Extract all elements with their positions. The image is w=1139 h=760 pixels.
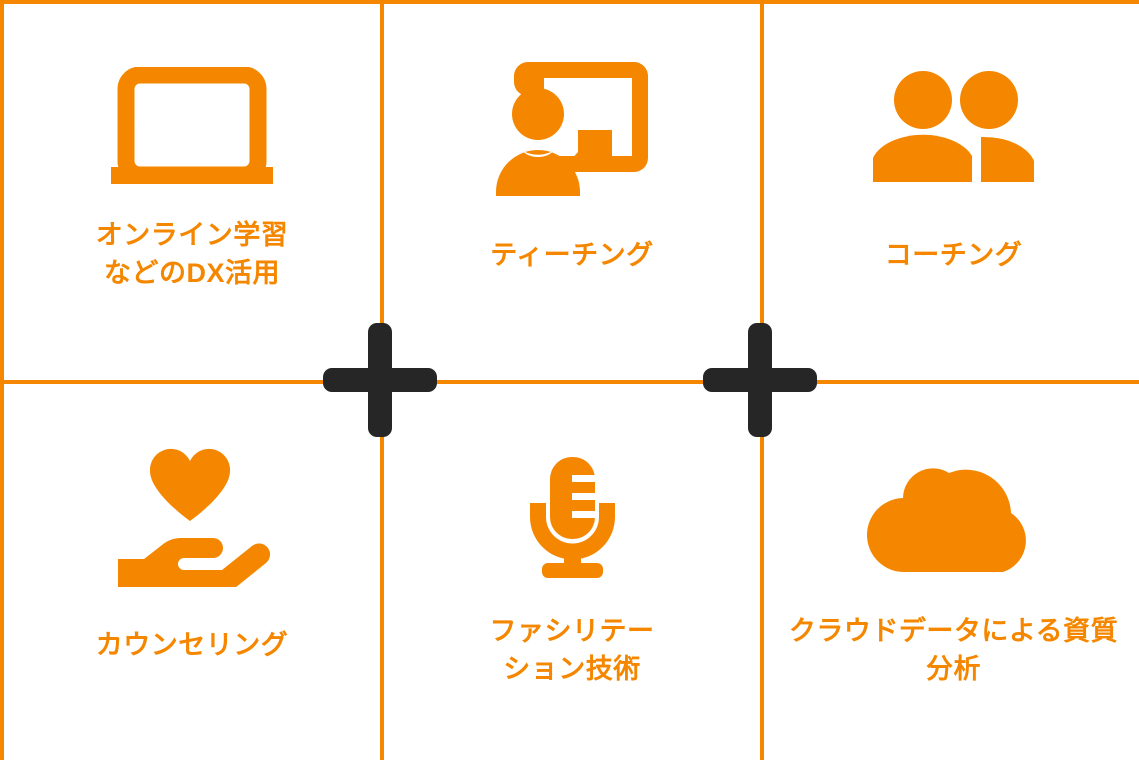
teaching-presentation-icon <box>496 62 648 196</box>
cloud-icon-wrap <box>764 442 1139 592</box>
facilitation-icon-wrap <box>384 442 760 592</box>
microphone-icon <box>529 456 615 578</box>
cloud-icon <box>866 467 1026 572</box>
grid-cell-counselling[interactable]: カウンセリング <box>4 384 384 760</box>
cell-label-teaching: ティーチング <box>490 240 654 270</box>
counselling-icon-wrap <box>4 442 380 592</box>
cell-label-facilitation: ファシリテー ション技術 <box>489 616 655 685</box>
grid-cell-online-learning[interactable]: オンライン学習 などのDX活用 <box>4 4 384 384</box>
two-people-icon <box>873 70 1034 184</box>
laptop-icon <box>111 67 273 184</box>
heart-in-hand-icon <box>118 448 270 587</box>
cell-label-online-learning: オンライン学習 などのDX活用 <box>95 220 289 289</box>
grid-cell-cloud-analysis[interactable]: クラウドデータによる資質 分析 <box>764 384 1139 760</box>
cell-label-counselling: カウンセリング <box>95 630 289 660</box>
grid-cell-facilitation[interactable]: ファシリテー ション技術 <box>384 384 764 760</box>
grid-cell-teaching[interactable]: ティーチング <box>384 4 764 384</box>
coaching-icon-wrap <box>764 52 1139 202</box>
grid-cell-coaching[interactable]: コーチング <box>764 4 1139 384</box>
cell-label-cloud-analysis: クラウドデータによる資質 分析 <box>788 616 1119 685</box>
teaching-icon-wrap <box>384 52 760 202</box>
laptop-icon-wrap <box>4 52 380 202</box>
cell-label-coaching: コーチング <box>884 240 1023 270</box>
